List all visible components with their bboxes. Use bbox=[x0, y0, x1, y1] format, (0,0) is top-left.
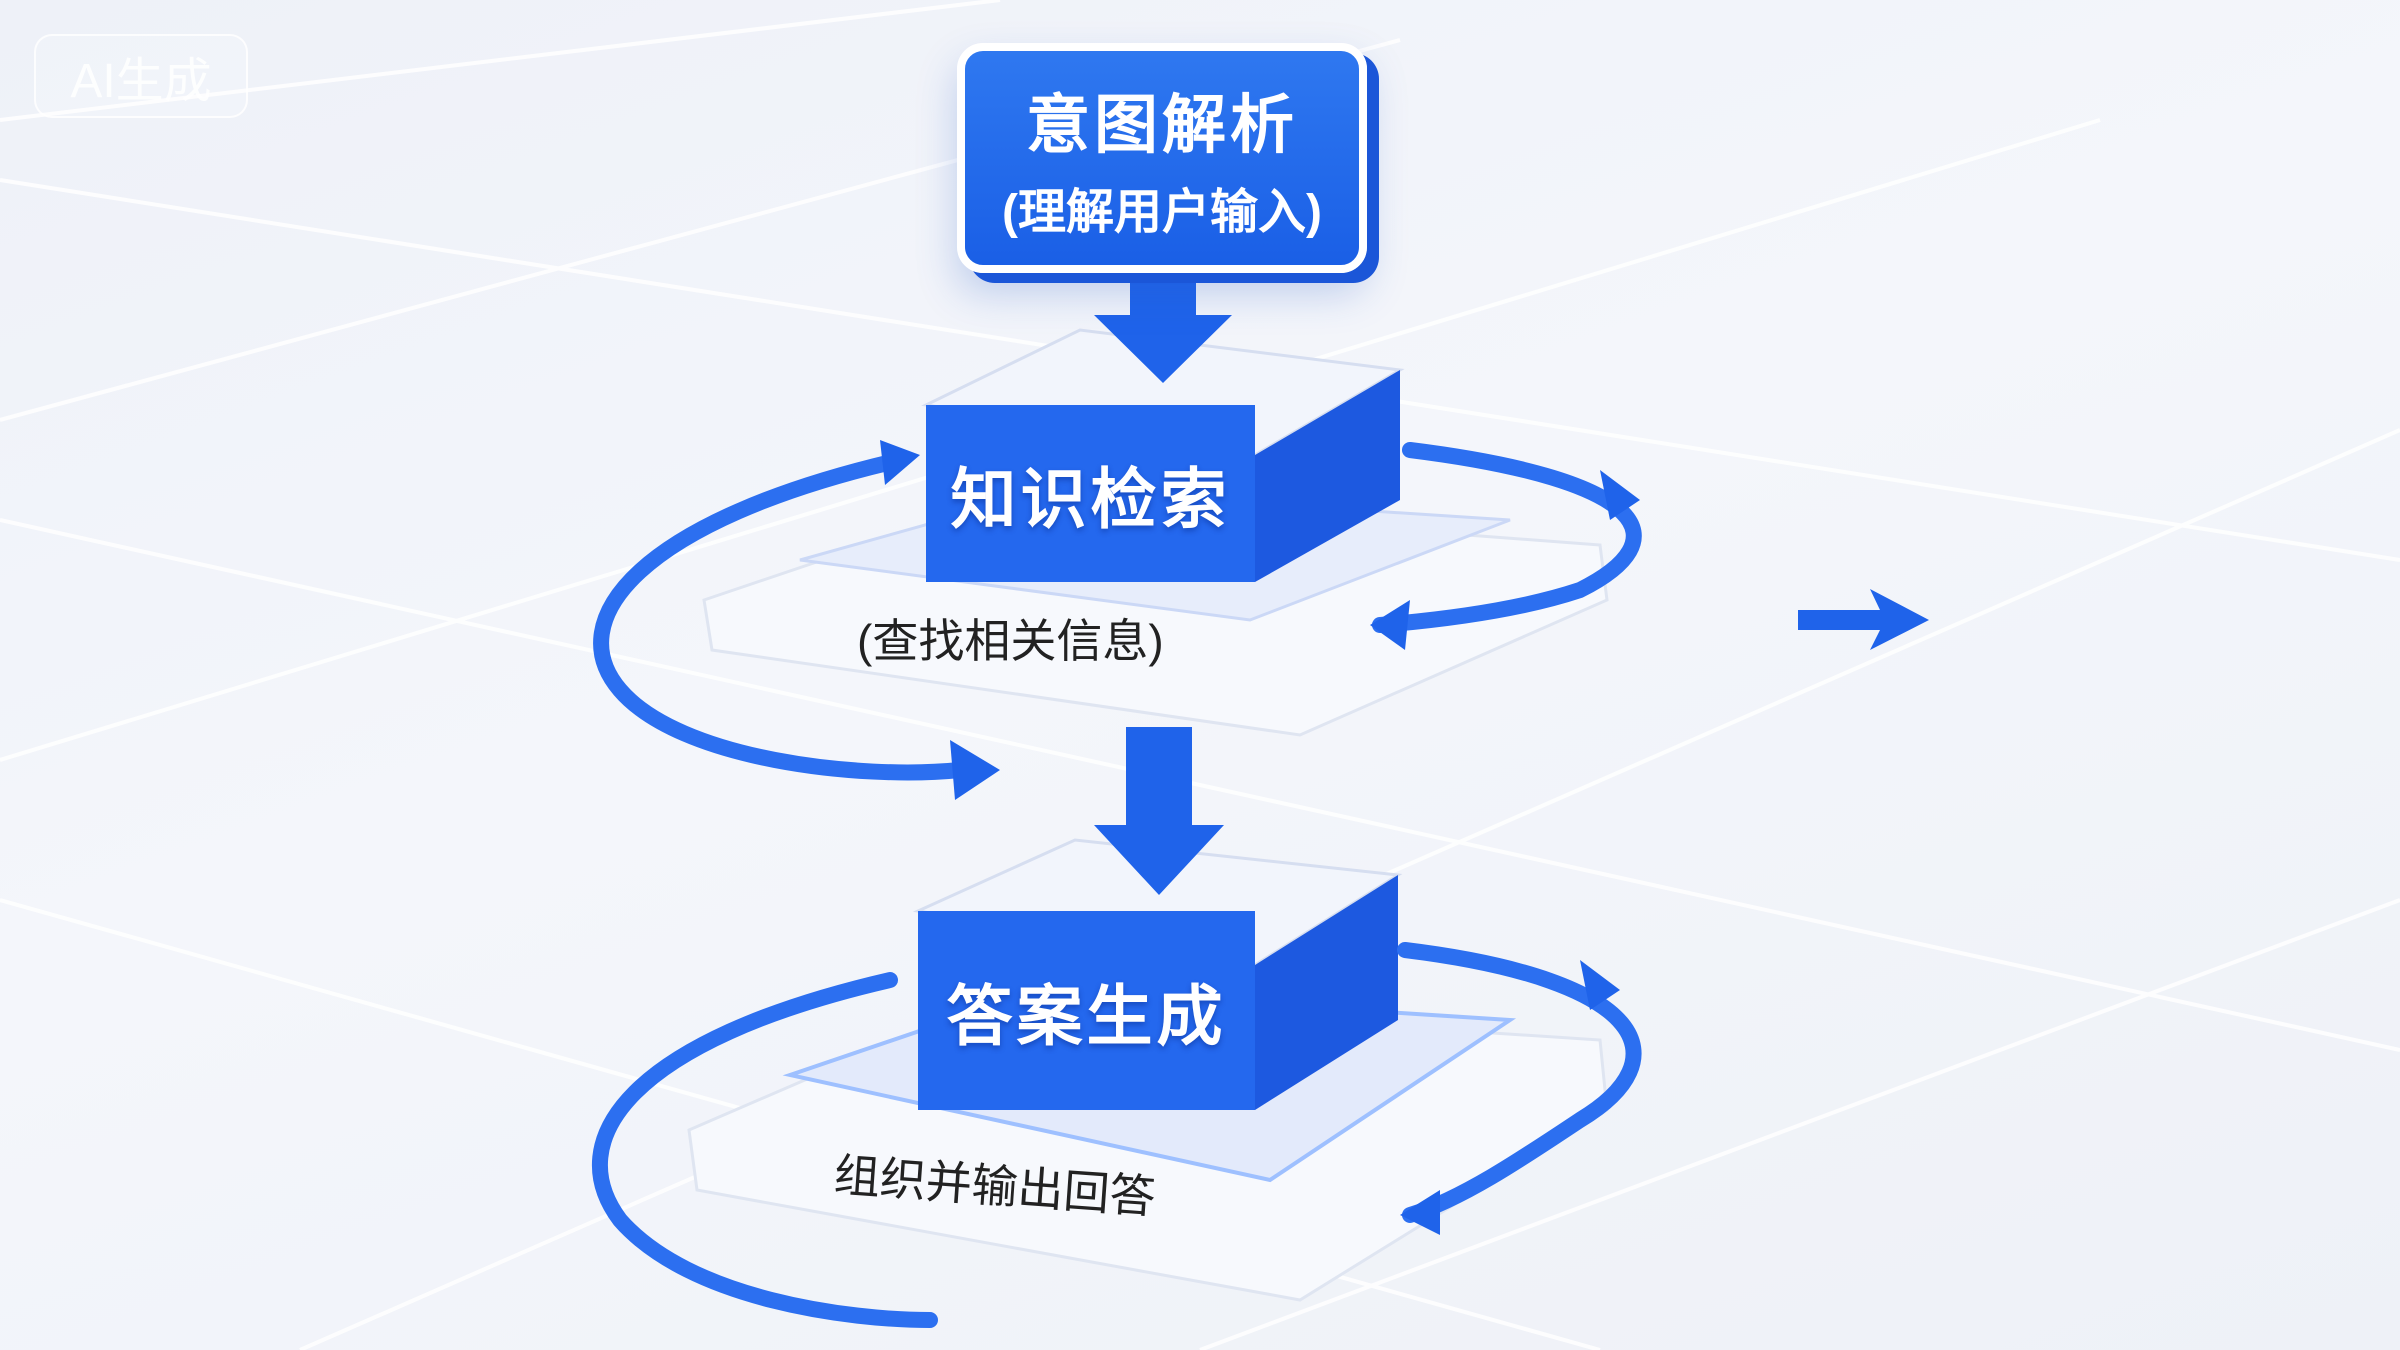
cube-retrieval bbox=[921, 328, 1405, 582]
step-title: 答案生成 bbox=[946, 978, 1227, 1053]
step-intent-parsing: 意图解析 (理解用户输入) bbox=[957, 43, 1367, 273]
step-title: 意图解析 bbox=[1026, 89, 1298, 161]
step-subtitle: (理解用户输入) bbox=[1002, 186, 1322, 239]
down-arrow-icon bbox=[1094, 727, 1224, 895]
loop-arrow-icon bbox=[593, 452, 968, 781]
step-title: 知识检索 bbox=[950, 461, 1231, 536]
right-arrow-icon bbox=[1798, 589, 1929, 650]
loop-arrow-icon bbox=[1372, 442, 1642, 633]
down-arrow-icon bbox=[1094, 260, 1232, 383]
cube-generation bbox=[912, 838, 1403, 1110]
loop-arrow-icon bbox=[1397, 942, 1642, 1223]
step-subtitle: (查找相关信息) bbox=[857, 615, 1164, 667]
ai-generated-watermark: AI生成 bbox=[34, 34, 248, 118]
loop-arrow-icon bbox=[591, 972, 938, 1328]
